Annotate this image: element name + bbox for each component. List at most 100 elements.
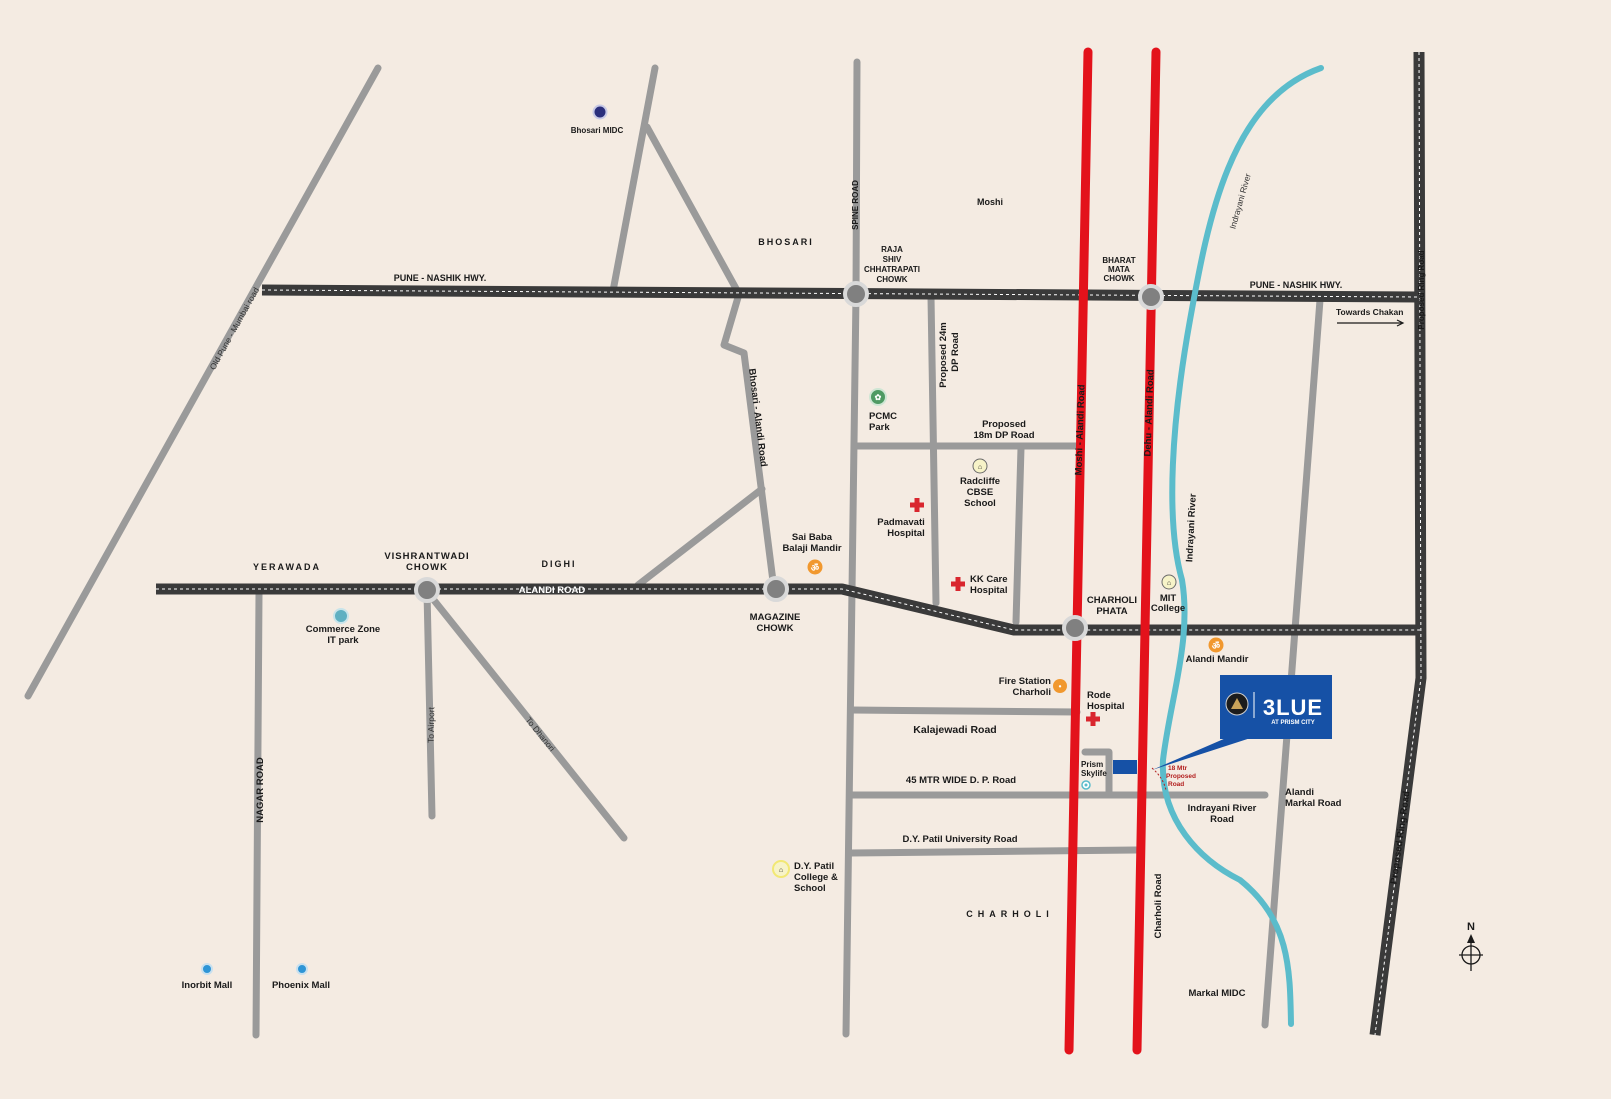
dehu-alandi-road (1132, 47, 1161, 1055)
proposed-24m-label-2: DP Road (950, 332, 961, 372)
bharat-mata-chowk-node (1138, 284, 1164, 310)
pcmc-park-label-1: PCMC (869, 411, 897, 422)
indrayani-river (1159, 65, 1324, 1027)
kalajewadi-label: Kalajewadi Road (913, 724, 996, 736)
magazine-chowk-node (763, 576, 789, 602)
phoenix-mall-label: Phoenix Mall (272, 980, 330, 991)
dehu-alandi-label: Dehu - Alandi Road (1142, 369, 1156, 457)
area-markal-midc: Markal MIDC (1188, 988, 1245, 999)
kalajewadi-road (848, 706, 1081, 716)
vishrantwadi-chowk-node (414, 577, 440, 603)
college-icon (772, 860, 790, 878)
raja-shiv-chowk-node (843, 281, 869, 307)
college-icon (1161, 574, 1177, 590)
proposed-18m-label-1: Proposed (982, 419, 1026, 430)
magazine-label-1: MAGAZINE (750, 612, 801, 623)
project-tagline: AT PRISM CITY (1271, 720, 1315, 726)
bhosari-midc-road-left (609, 64, 659, 295)
raja-shiv-label-4: CHOWK (876, 275, 907, 284)
area-yerawada: YERAWADA (253, 562, 321, 572)
prism-skylife-label-2: Skylife (1081, 769, 1107, 778)
indrayani-river-label-mid: Indrayani River (1184, 493, 1199, 562)
kk-care-label-2: Hospital (970, 585, 1007, 596)
north-compass-icon: N (1459, 921, 1483, 971)
area-dighi: DIGHI (541, 559, 576, 569)
indrayani-river-road-label-2: Road (1210, 814, 1234, 825)
mall-icon (296, 963, 308, 975)
compass-north-label: N (1467, 921, 1475, 933)
dy-patil-label-1: D.Y. Patil (794, 861, 834, 872)
emblem-mountain-icon (1231, 698, 1243, 709)
bharat-mata-label-3: CHOWK (1103, 274, 1134, 283)
pune-nashik-centreline (261, 289, 1420, 298)
bhosari-midc-label: Bhosari MIDC (571, 126, 624, 135)
dighi-connector (634, 485, 766, 589)
temple-om-icon (1208, 637, 1224, 653)
indrayani-river-road-label-1: Indrayani River (1188, 803, 1257, 814)
fire-station-icon (1053, 679, 1067, 693)
vishrantwadi-label-2: CHOWK (406, 562, 448, 573)
skylife-marker-dot (1084, 783, 1088, 787)
indrayani-river-label-top: Indrayani River (1227, 172, 1252, 230)
proposed-18mtr-label-1: 18 Mtr (1168, 765, 1188, 772)
proposed-24m-label-1: Proposed 24m (938, 322, 949, 387)
om-glyph-icon: ॐ (1212, 641, 1220, 651)
river-labels: Indrayani River Indrayani River (1184, 172, 1253, 562)
radcliffe-label-3: School (964, 498, 996, 509)
points-of-interest: Bhosari MIDC ✿ PCMC Park ⌂ Radcliffe CBS… (182, 104, 1249, 991)
industry-marker-icon (592, 104, 608, 120)
park-icon (869, 388, 887, 406)
project-site-plot[interactable] (1113, 760, 1137, 774)
to-airport-road (423, 588, 436, 820)
proposed-18mtr-road-dotted (1151, 767, 1167, 791)
hospital-cross-icon (1086, 712, 1100, 726)
padmavati-label-1: Padmavati (877, 517, 925, 528)
charholi-phata-node (1062, 615, 1088, 641)
proposed-18m-label-2: 18m DP Road (973, 430, 1034, 441)
flame-glyph-icon: • (1059, 682, 1062, 691)
area-charholi: CHARHOLI (966, 909, 1054, 919)
vishrantwadi-label-1: VISHRANTWADI (384, 551, 469, 562)
raja-shiv-label-3: CHHATRAPATI (864, 265, 920, 274)
charholi-phata-label-1: CHARHOLI (1087, 595, 1137, 606)
hospital-cross-icon (951, 577, 965, 591)
alandi-road-label: ALANDI ROAD (519, 585, 586, 596)
dy-patil-university-road (847, 846, 1140, 857)
to-airport-label: To Airport (426, 706, 437, 743)
secondary-roads (24, 58, 1324, 1039)
alandi-mandir-label: Alandi Mandir (1186, 654, 1249, 665)
moshi-alandi-label: Moshi - Alandi Road (1073, 384, 1087, 475)
sai-baba-label-1: Sai Baba (792, 532, 833, 543)
spine-road-label: SPINE ROAD (851, 180, 860, 230)
nagar-road-label: NAGAR ROAD (255, 757, 266, 823)
pune-nashik-label-right: PUNE - NASHIK HWY. (1250, 280, 1343, 290)
alandi-markal-label-1: Alandi (1285, 787, 1314, 798)
radcliffe-label-2: CBSE (967, 487, 993, 498)
bharat-mata-label-1: BHARAT (1102, 256, 1135, 265)
fire-station-label-1: Fire Station (999, 676, 1051, 687)
dp-45-label: 45 MTR WIDE D. P. Road (906, 775, 1016, 786)
area-labels: BHOSARI Moshi YERAWADA DIGHI CHARHOLI Ma… (253, 197, 1246, 999)
om-glyph-icon: ॐ (811, 563, 819, 573)
moshi-alandi-road (1064, 47, 1093, 1055)
school-glyph-icon: ⌂ (978, 464, 982, 471)
towards-chakan-label: Towards Chakan (1336, 307, 1403, 317)
old-pune-mumbai-label: Old Pune - Mumbai road (208, 285, 262, 371)
padmavati-label-2: Hospital (887, 528, 924, 539)
proposed-18mtr-label-2: Proposed (1166, 773, 1196, 780)
temple-om-icon (807, 559, 823, 575)
it-park-icon (333, 608, 349, 624)
hospital-cross-icon (910, 498, 924, 512)
bhosari-alandi-road (643, 123, 778, 593)
junctions (414, 281, 1164, 641)
raja-shiv-label-2: SHIV (883, 255, 902, 264)
old-pune-mumbai-road (24, 64, 382, 700)
park-glyph-icon: ✿ (875, 393, 882, 402)
dy-patil-road-label: D.Y. Patil University Road (902, 834, 1017, 845)
rode-hospital-label-2: Hospital (1087, 701, 1124, 712)
radcliffe-connector (1012, 444, 1025, 626)
ring-road-centreline (1374, 51, 1422, 1036)
bharat-mata-label-2: MATA (1108, 265, 1130, 274)
project-marker[interactable]: 3LUE AT PRISM CITY (1113, 675, 1332, 791)
